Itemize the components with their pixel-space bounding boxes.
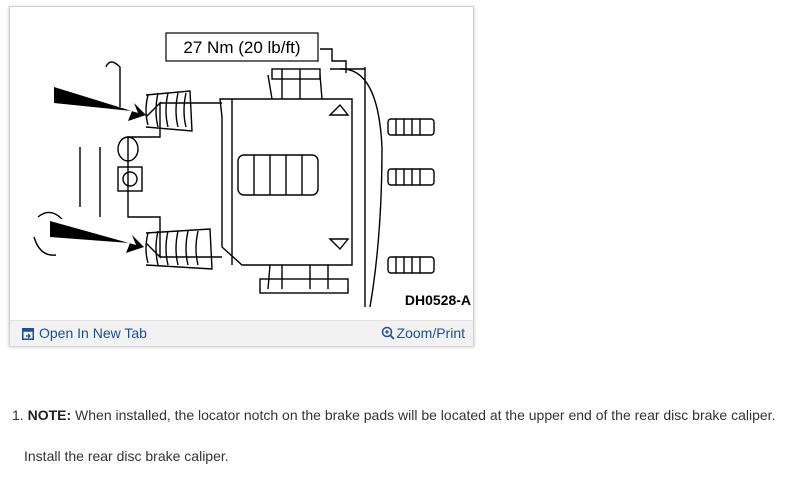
- note-text: When installed, the locator notch on the…: [75, 407, 776, 423]
- step-number: 1.: [12, 407, 24, 423]
- zoom-print-label: Zoom/Print: [396, 325, 465, 341]
- step-instruction: Install the rear disc brake caliper.: [24, 448, 229, 464]
- figure-footer: Open In New Tab Zoom/Print: [10, 320, 473, 346]
- brake-caliper-diagram: 27 Nm (20 lb/ft) DH0528-A: [33, 32, 471, 308]
- open-in-new-tab-label: Open In New Tab: [39, 325, 147, 341]
- zoom-icon: [381, 326, 395, 340]
- figure-card: 27 Nm (20 lb/ft) DH0528-A Open In New Ta…: [9, 6, 474, 346]
- open-new-tab-icon: [22, 328, 34, 340]
- torque-label: 27 Nm (20 lb/ft): [183, 38, 300, 57]
- torque-label-box: [165, 32, 319, 62]
- note-label: NOTE:: [27, 407, 72, 423]
- zoom-print-link[interactable]: Zoom/Print: [381, 325, 465, 341]
- step-note: 1. NOTE: When installed, the locator not…: [12, 407, 775, 423]
- figure-code: DH0528-A: [405, 292, 471, 308]
- open-in-new-tab-link[interactable]: Open In New Tab: [22, 325, 147, 341]
